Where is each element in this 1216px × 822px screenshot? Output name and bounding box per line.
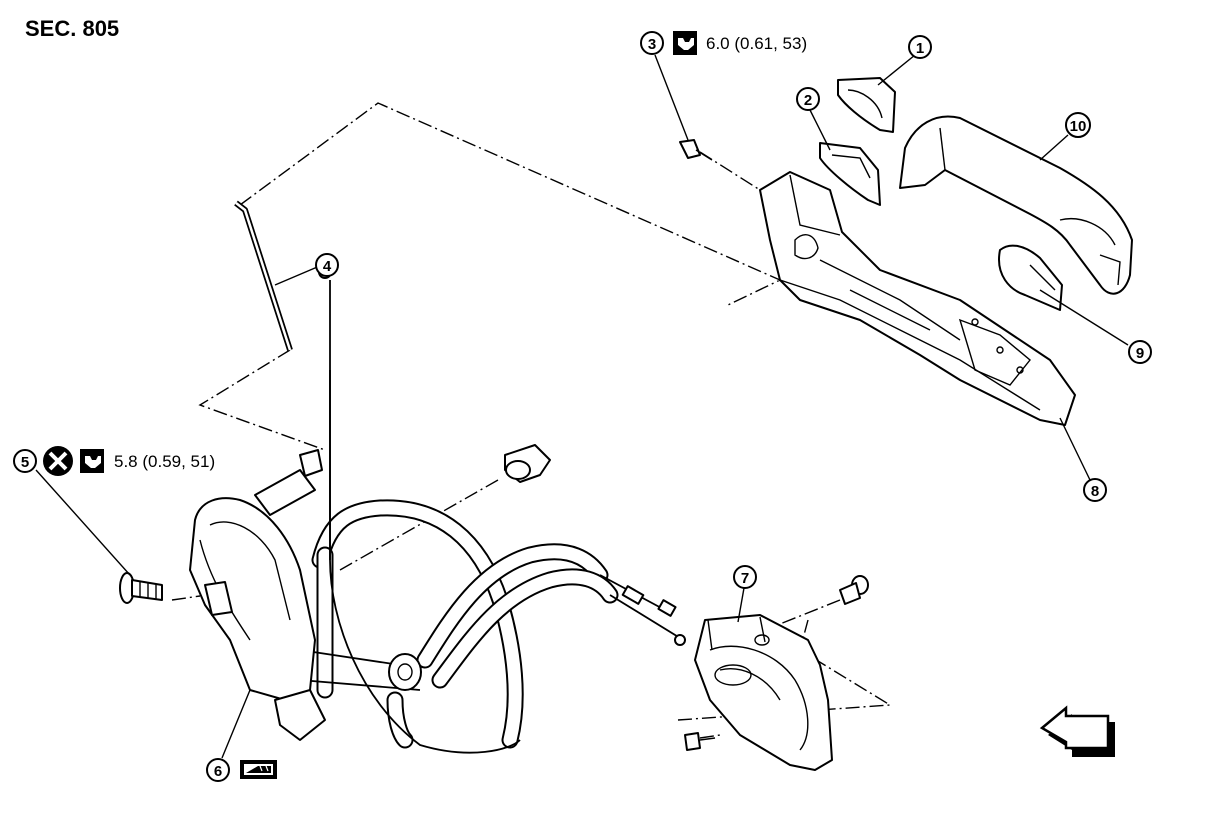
svg-text:2: 2	[804, 92, 812, 109]
part-1-escutcheon	[837, 77, 896, 133]
svg-text:9: 9	[1136, 345, 1144, 362]
callout-8: 8	[1083, 478, 1107, 502]
cables	[299, 265, 686, 754]
callout-2: 2	[796, 87, 820, 111]
svg-text:5: 5	[21, 454, 29, 471]
torque-value-bolt3: 6.0 (0.61, 53)	[706, 34, 807, 53]
callout-6: 6	[206, 758, 230, 782]
svg-text:10: 10	[1070, 118, 1087, 135]
callout-9: 9	[1128, 340, 1152, 364]
part-8-handle-bracket	[759, 171, 1076, 426]
torque-wrench-icon	[673, 31, 697, 55]
section-code: SEC. 805	[25, 16, 120, 41]
bolt7-line	[699, 734, 721, 739]
clip-line	[339, 479, 499, 571]
rod-to-handle-line	[239, 102, 782, 306]
callout-4: 4	[315, 253, 339, 277]
rod-to-lock-line	[198, 349, 326, 451]
screw5-line	[171, 595, 201, 601]
torque-value-bolt5: 5.8 (0.59, 51)	[114, 452, 215, 471]
part-2-gasket	[819, 142, 881, 206]
svg-text:6: 6	[214, 763, 222, 780]
callout-7: 7	[733, 565, 757, 589]
svg-text:7: 7	[741, 570, 749, 587]
callout-1: 1	[908, 35, 932, 59]
callout-10: 10	[1065, 112, 1091, 138]
do-not-reuse-icon	[43, 446, 73, 476]
svg-text:3: 3	[648, 36, 656, 53]
part-10-outside-handle	[899, 115, 1133, 295]
callout-5: 5	[13, 449, 37, 473]
part-7-screw	[839, 575, 869, 605]
part-7-bolt	[684, 732, 716, 751]
grease-apply-icon	[240, 760, 277, 779]
svg-text:4: 4	[323, 258, 332, 275]
svg-text:8: 8	[1091, 483, 1099, 500]
part-9-cover	[998, 244, 1063, 311]
screw7-line	[769, 599, 841, 629]
part-7-inside-handle	[694, 614, 833, 771]
front-direction-arrow-icon	[1039, 705, 1115, 757]
part-4-rod	[234, 200, 293, 351]
part-5-screw	[119, 572, 163, 604]
torque-wrench-icon	[80, 449, 104, 473]
part-6-door-lock	[189, 449, 326, 741]
connection-lines	[171, 102, 893, 739]
cable-clip	[504, 444, 551, 483]
callout-3: 3	[640, 31, 664, 55]
leader-lines	[35, 54, 1129, 759]
svg-text:1: 1	[916, 40, 924, 57]
part-3-bolt	[679, 139, 713, 161]
